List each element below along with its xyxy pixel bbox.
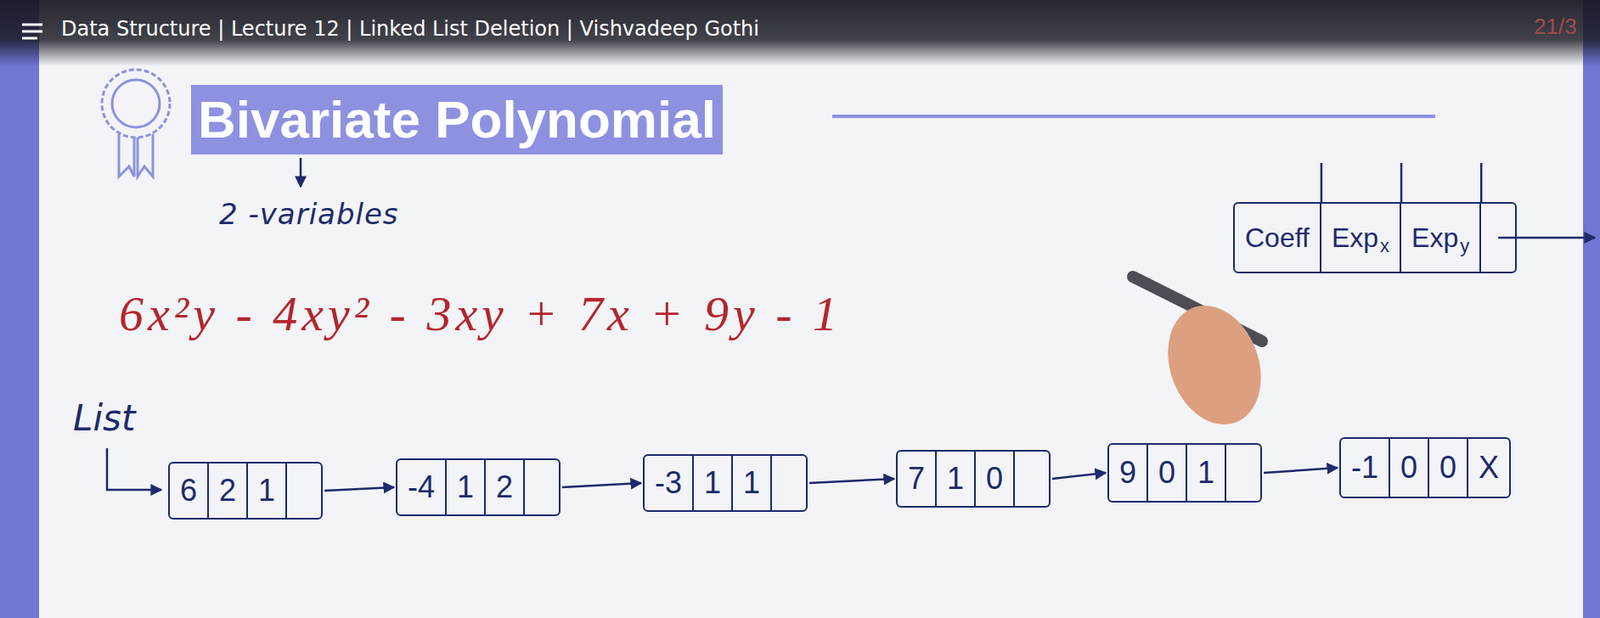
- node-field: 1: [732, 456, 772, 511]
- divider-stroke: [1480, 163, 1483, 204]
- field-value: -3: [654, 465, 682, 502]
- next-pointer: [1052, 473, 1106, 479]
- field-value: 0: [1439, 450, 1457, 486]
- pointer-field: [1014, 451, 1049, 507]
- node-field: 6: [169, 463, 209, 519]
- node-field: 0: [1429, 439, 1469, 497]
- next-pointer: [809, 478, 895, 484]
- next-pointer: [324, 487, 395, 491]
- node-field: Expx: [1321, 203, 1402, 272]
- field-value: Exp: [1411, 222, 1459, 254]
- badge-ribbon: [118, 134, 135, 177]
- field-value: 9: [1119, 455, 1137, 491]
- slide-title: Bivariate Polynomial: [191, 84, 723, 155]
- divider-stroke: [1400, 163, 1403, 204]
- top-bar: [0, 0, 1600, 67]
- ribbon-badge: [101, 69, 170, 177]
- divider-stroke: [1320, 163, 1324, 204]
- list-head-label: List: [73, 397, 136, 440]
- list-node: 621: [168, 461, 323, 520]
- polynomial: 6x²y - 4xy² - 3xy + 7x + 9y - 1: [118, 285, 842, 343]
- node-field: 0: [1148, 445, 1188, 502]
- badge-ribbon: [137, 134, 153, 177]
- field-value: 1: [743, 465, 761, 502]
- node-field: 2: [485, 460, 525, 515]
- list-node: 710: [895, 450, 1051, 508]
- pointer-field: [287, 463, 322, 519]
- badge-outer: [101, 69, 170, 138]
- menu-icon: [22, 24, 43, 39]
- presenter-hand: [1132, 276, 1277, 438]
- node-field: X: [1468, 439, 1510, 497]
- field-value: Exp: [1331, 222, 1379, 254]
- node-field: -3: [644, 456, 694, 511]
- node-field: 2: [208, 463, 248, 519]
- node-field: 9: [1109, 445, 1149, 502]
- field-value: X: [1478, 450, 1499, 486]
- pointer-arrow: [299, 157, 303, 187]
- page-number: 21/3: [1533, 13, 1578, 40]
- node-field: 0: [975, 451, 1015, 507]
- list-node: -3 11: [642, 454, 808, 513]
- node-field: 1: [247, 463, 288, 519]
- pointer-field: [524, 460, 559, 515]
- field-value: 2: [219, 473, 237, 509]
- pointer-field: [771, 456, 806, 511]
- node-field: -1: [1340, 439, 1391, 497]
- field-value: 1: [258, 473, 276, 509]
- node-field: 0: [1390, 439, 1430, 497]
- field-value: -4: [407, 469, 435, 506]
- node-field: 1: [446, 460, 486, 515]
- right-strip: [1583, 0, 1600, 618]
- menu-line: [22, 23, 43, 27]
- field-value: 1: [456, 469, 474, 506]
- field-value: 1: [946, 461, 964, 497]
- field-value: 2: [495, 469, 513, 506]
- list-node: -4 12: [395, 458, 561, 517]
- field-value: 1: [1197, 455, 1215, 491]
- node-field: 1: [936, 451, 976, 507]
- list-head-arrow: [107, 448, 162, 491]
- node-template: CoeffExpxExpy: [1233, 202, 1517, 274]
- field-value: 0: [1158, 455, 1176, 491]
- pointer-arrow: [1498, 236, 1595, 240]
- node-field: 7: [897, 451, 937, 507]
- video-title: Data Structure | Lecture 12 | Linked Lis…: [61, 16, 760, 41]
- subscript: x: [1380, 235, 1390, 258]
- title-rule: [832, 114, 1436, 119]
- field-value: 6: [180, 473, 198, 509]
- badge-inner: [112, 79, 160, 128]
- left-strip: [0, 0, 40, 618]
- field-value: 0: [985, 461, 1003, 497]
- field-value: 1: [704, 465, 722, 502]
- node-field: Expy: [1401, 203, 1482, 272]
- list-node: 901: [1107, 443, 1262, 503]
- node-field: Coeff: [1234, 203, 1322, 272]
- field-value: Coeff: [1245, 222, 1310, 254]
- field-value: 7: [907, 461, 925, 497]
- next-pointer: [562, 483, 642, 488]
- menu-line: [22, 30, 43, 34]
- list-node: -100X: [1339, 437, 1511, 499]
- node-field: 1: [693, 456, 733, 511]
- note: 2 -variables: [219, 197, 400, 231]
- node-field: 1: [1187, 445, 1227, 502]
- pointer-field: [1481, 203, 1516, 272]
- node-field: -4: [397, 460, 447, 515]
- field-value: -1: [1351, 450, 1379, 486]
- pointer-field: [1226, 445, 1261, 502]
- hand: [1152, 292, 1278, 439]
- next-pointer: [1263, 467, 1338, 474]
- subscript: y: [1459, 235, 1470, 258]
- menu-line: [22, 37, 38, 40]
- field-value: 0: [1400, 450, 1418, 486]
